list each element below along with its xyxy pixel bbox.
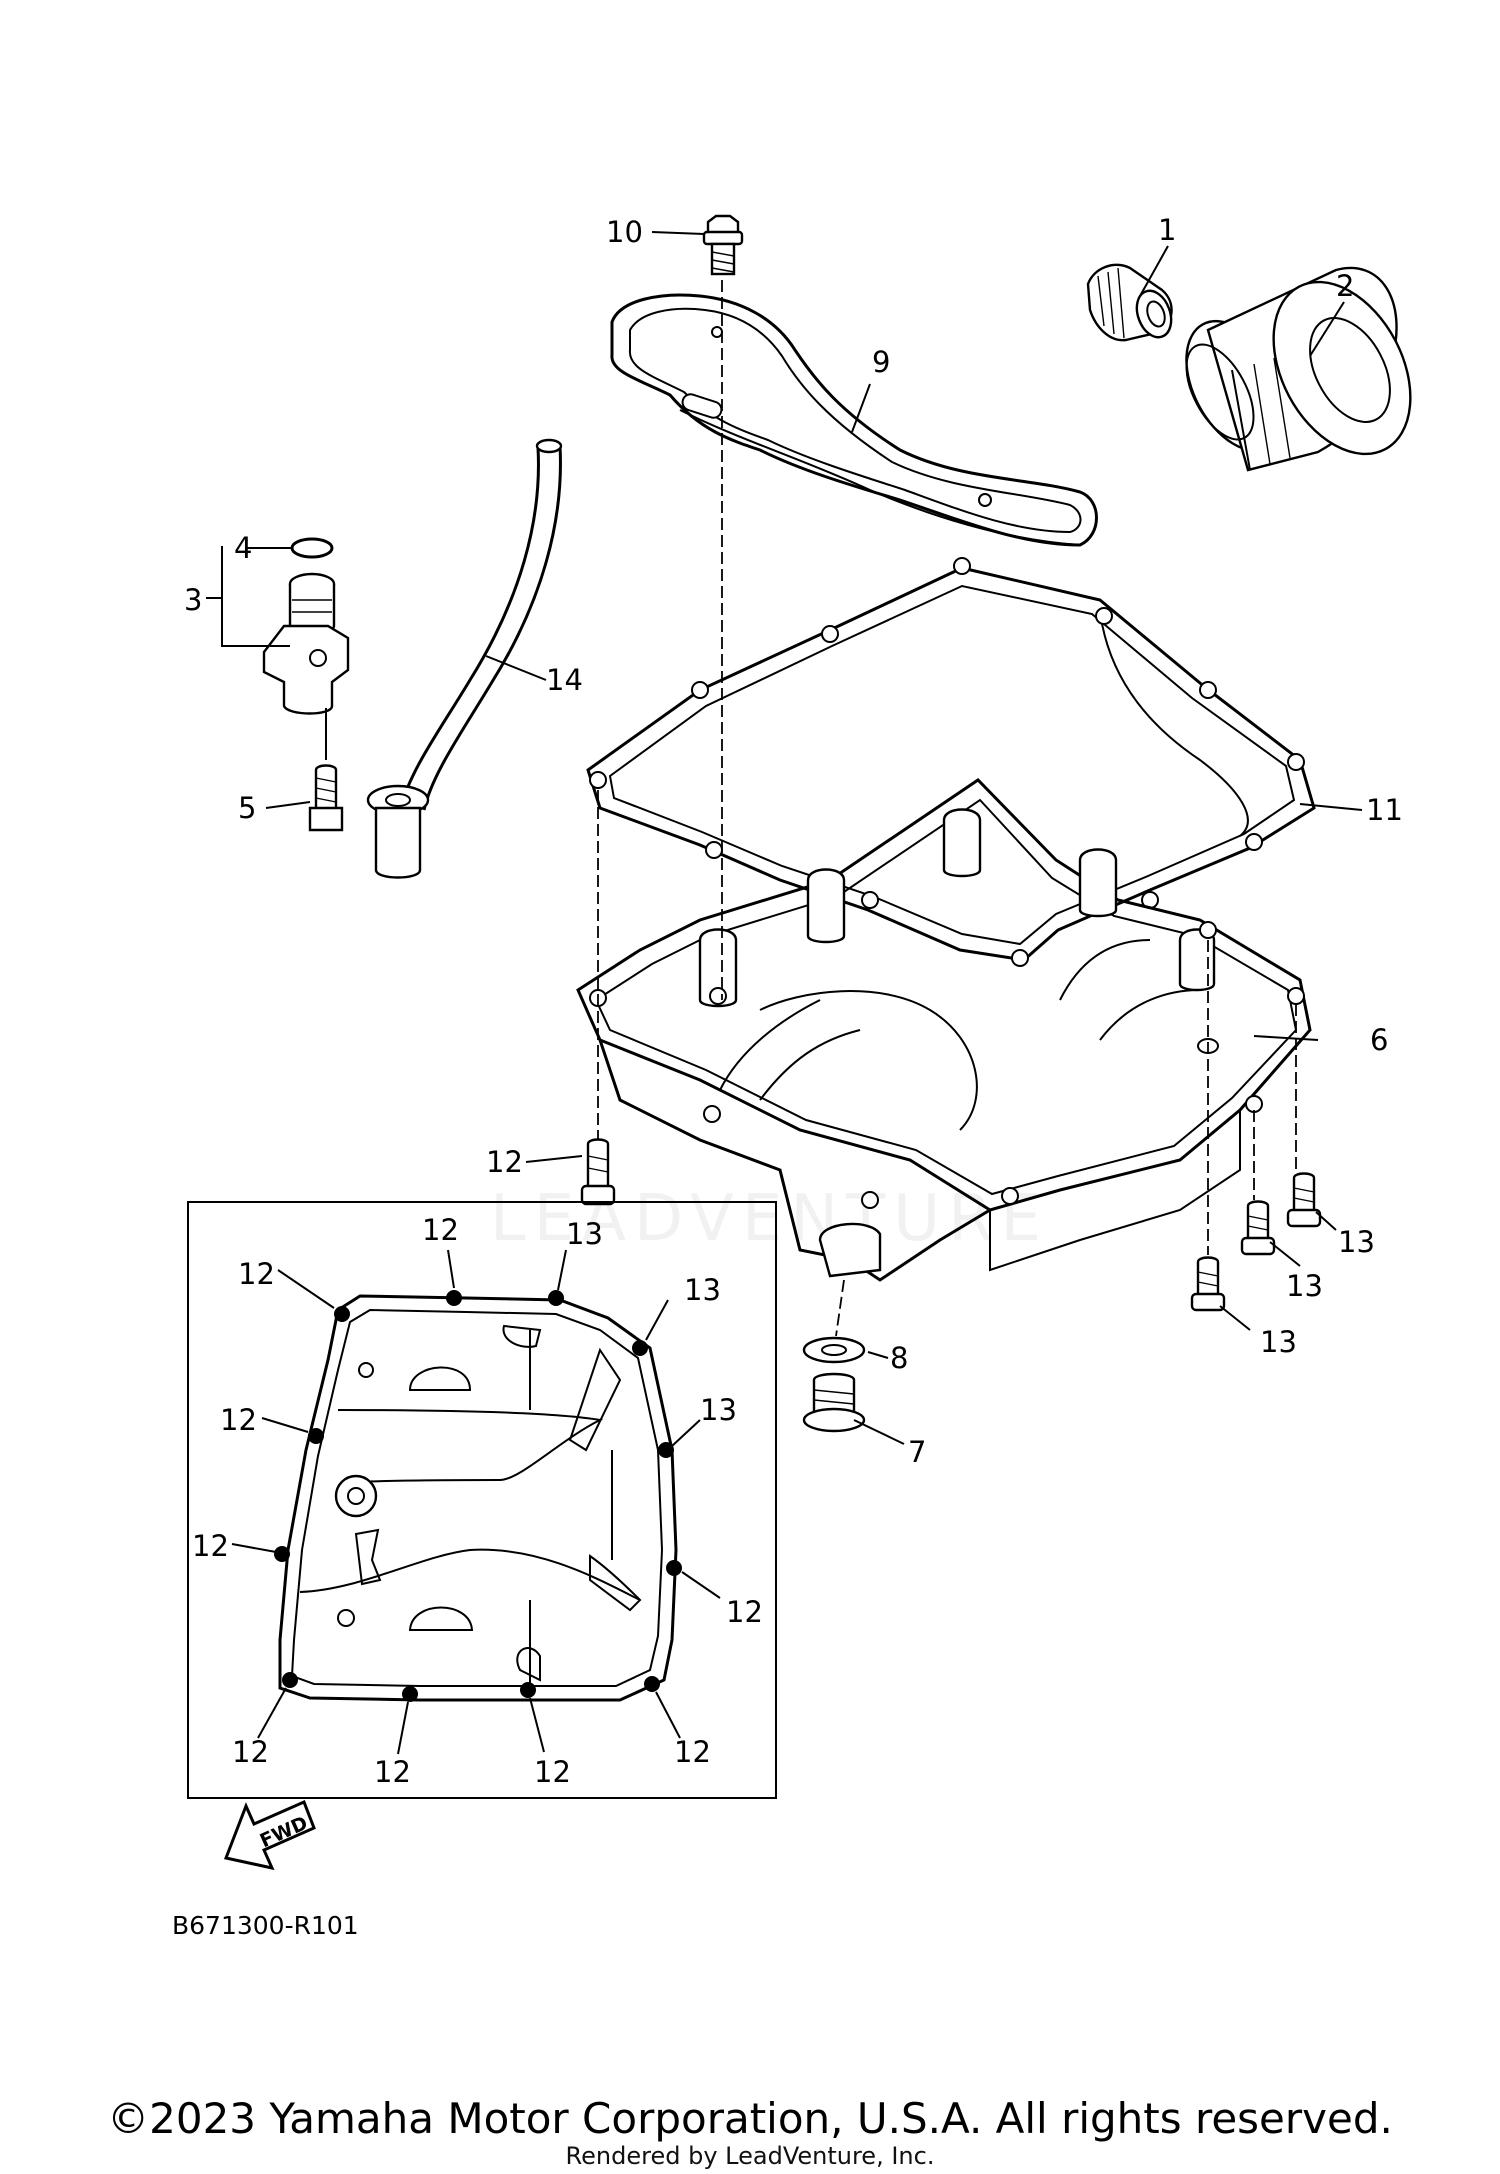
label-12-pan: 12 — [486, 1145, 523, 1179]
gasket-11 — [586, 566, 1316, 962]
label-8: 8 — [890, 1341, 908, 1375]
label-13-pan-a: 13 — [1338, 1225, 1375, 1259]
fwd-arrow: FWD — [223, 1799, 316, 1871]
label-12-inset-top: 12 — [422, 1213, 459, 1247]
leader-lines — [206, 231, 1363, 1755]
strainer-assembly-3 — [262, 537, 350, 832]
label-6: 6 — [1370, 1023, 1388, 1057]
label-13-inset-r1: 13 — [700, 1393, 737, 1427]
label-9: 9 — [872, 345, 890, 379]
label-10: 10 — [606, 215, 643, 249]
reference-code: B671300-R101 — [172, 1911, 359, 1940]
fitting-1 — [1086, 263, 1173, 342]
label-13-pan-c: 13 — [1260, 1325, 1297, 1359]
label-13-inset-tr: 13 — [684, 1273, 721, 1307]
rendered-by-notice: Rendered by LeadVenture, Inc. — [565, 2142, 935, 2170]
bolt-13-loose-b — [1240, 1200, 1276, 1256]
label-13-pan-b: 13 — [1286, 1269, 1323, 1303]
oil-pan-6 — [576, 778, 1312, 1282]
label-12-inset-l1: 12 — [220, 1403, 257, 1437]
label-12-inset-b1: 12 — [232, 1735, 269, 1769]
washer-8 — [802, 1336, 866, 1364]
label-13-inset-top: 13 — [566, 1217, 603, 1251]
label-12-inset-b4: 12 — [674, 1735, 711, 1769]
inset-frame — [187, 1201, 777, 1799]
label-2: 2 — [1336, 269, 1354, 303]
bolt-10 — [702, 214, 744, 276]
label-12-inset-b3: 12 — [534, 1755, 571, 1789]
bolt-13-loose-c — [1190, 1256, 1226, 1312]
pipe-14 — [366, 438, 563, 879]
alignment-lines — [597, 280, 1297, 1337]
gasket-bolt-holes — [589, 557, 1305, 967]
label-7: 7 — [908, 1435, 926, 1469]
label-5: 5 — [238, 791, 256, 825]
bolt-13-loose-a — [1286, 1172, 1322, 1228]
label-3: 3 — [184, 583, 202, 617]
label-12-inset-l2: 12 — [192, 1529, 229, 1563]
inset-pan-view — [278, 1294, 678, 1702]
inset-bolt-dots — [274, 1290, 682, 1702]
label-1: 1 — [1158, 213, 1176, 247]
label-4: 4 — [234, 531, 252, 565]
drain-plug-7 — [802, 1372, 866, 1433]
callout-labels: 10 1 2 9 4 3 14 5 11 6 12 13 13 13 8 7 1… — [184, 213, 1403, 1789]
label-12-inset-b2: 12 — [374, 1755, 411, 1789]
label-12-inset-tl: 12 — [238, 1257, 275, 1291]
label-12-inset-r2: 12 — [726, 1595, 763, 1629]
label-14: 14 — [546, 663, 583, 697]
oil-pan-flange-holes — [589, 921, 1305, 1209]
bolt-12-loose — [580, 1138, 616, 1206]
label-11: 11 — [1366, 793, 1403, 827]
oil-filter-2 — [1185, 266, 1412, 472]
baffle-plate-9 — [610, 293, 1098, 547]
copyright-notice: ©2023 Yamaha Motor Corporation, U.S.A. A… — [107, 2094, 1393, 2143]
